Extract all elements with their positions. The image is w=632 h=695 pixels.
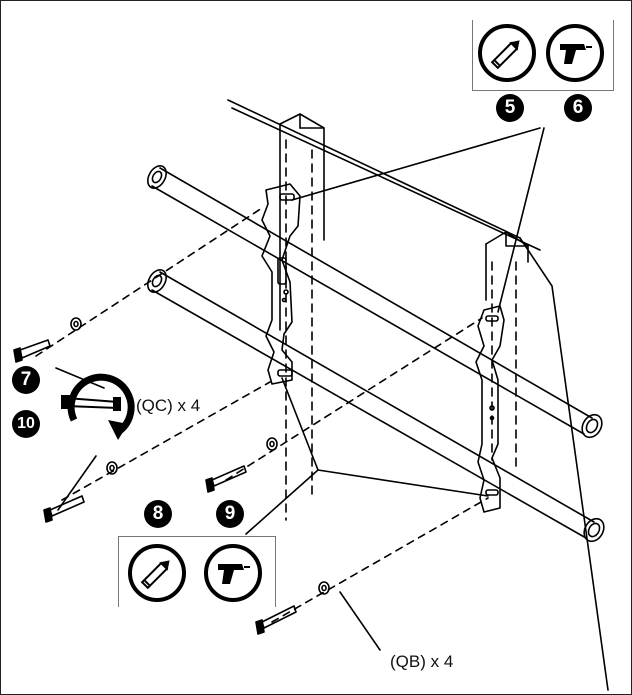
step-5-badge: 5 — [496, 94, 524, 122]
tool-box-top — [472, 20, 614, 91]
left-stud — [279, 113, 325, 521]
pencil-icon — [478, 24, 536, 82]
step-8-badge: 8 — [144, 500, 172, 528]
qc-quantity-label: (QC) x 4 — [136, 396, 201, 415]
step-10-badge: 10 — [12, 410, 40, 438]
right-bracket — [475, 305, 505, 513]
right-stud — [485, 231, 529, 471]
left-bracket — [261, 183, 301, 385]
step-9-badge: 9 — [216, 500, 244, 528]
washers — [70, 317, 330, 595]
drill-icon — [546, 24, 604, 82]
drill-icon — [204, 544, 262, 602]
bolts — [13, 339, 297, 635]
tool-box-bottom — [118, 536, 276, 607]
step-7-badge: 7 — [12, 366, 40, 394]
top-rail — [147, 165, 603, 439]
alignment-lines — [35, 207, 489, 623]
qb-quantity-label: (QB) x 4 — [390, 652, 454, 671]
step-6-badge: 6 — [564, 94, 592, 122]
leader-lines — [55, 127, 545, 651]
pencil-icon — [128, 544, 186, 602]
wall-panel — [227, 99, 609, 691]
bottom-rail — [147, 269, 605, 543]
